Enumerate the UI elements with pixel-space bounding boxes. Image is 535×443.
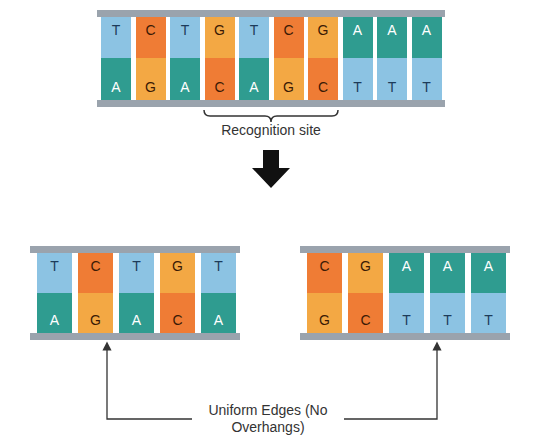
base-letter: T	[443, 312, 452, 328]
base-block: T	[118, 253, 154, 293]
site-label: Recognition site	[191, 122, 351, 139]
base-block: A	[429, 253, 465, 293]
base-block: G	[135, 58, 166, 100]
base-block: A	[200, 293, 236, 333]
leader-line	[107, 346, 192, 419]
base-letter: A	[402, 258, 411, 274]
base-block: G	[306, 293, 342, 333]
base-letter: C	[90, 258, 100, 274]
base-letter: A	[353, 22, 362, 38]
base-letter: T	[132, 258, 141, 274]
base-block: T	[169, 17, 200, 58]
base-block: A	[470, 253, 506, 293]
base-block: T	[411, 58, 442, 100]
base-letter: T	[250, 22, 259, 38]
base-block: T	[238, 17, 269, 58]
backbone	[30, 333, 240, 340]
base-block: A	[376, 17, 407, 58]
base-letter: A	[443, 258, 452, 274]
base-letter: T	[422, 79, 431, 95]
base-block: A	[342, 17, 373, 58]
base-letter: C	[145, 22, 155, 38]
base-block: T	[100, 17, 131, 58]
base-block: T	[376, 58, 407, 100]
backbone	[97, 100, 445, 107]
backbone	[300, 333, 510, 340]
base-block: A	[238, 58, 269, 100]
base-block: A	[100, 58, 131, 100]
base-letter: T	[214, 258, 223, 274]
base-letter: C	[283, 22, 293, 38]
base-letter: A	[387, 22, 396, 38]
base-block: G	[204, 17, 235, 58]
base-letter: T	[112, 22, 121, 38]
down-arrow	[252, 150, 290, 188]
base-block: A	[169, 58, 200, 100]
base-letter: A	[249, 79, 258, 95]
base-letter: T	[484, 312, 493, 328]
backbone	[300, 246, 510, 253]
base-letter: C	[318, 79, 328, 95]
base-letter: T	[388, 79, 397, 95]
base-letter: G	[214, 22, 225, 38]
base-block: T	[36, 253, 72, 293]
base-letter: G	[318, 22, 329, 38]
leader-line	[344, 346, 437, 419]
base-block: G	[159, 253, 195, 293]
base-letter: A	[422, 22, 431, 38]
backbone	[30, 246, 240, 253]
base-letter: T	[181, 22, 190, 38]
base-block: T	[388, 293, 424, 333]
edge-note: Uniform Edges (No Overhangs)	[198, 402, 338, 436]
base-block: T	[200, 253, 236, 293]
base-letter: T	[50, 258, 59, 274]
base-letter: G	[283, 79, 294, 95]
base-letter: G	[172, 258, 183, 274]
base-letter: A	[214, 312, 223, 328]
base-block: C	[77, 253, 113, 293]
base-letter: A	[180, 79, 189, 95]
base-letter: T	[402, 312, 411, 328]
backbone	[97, 10, 445, 17]
base-block: C	[273, 17, 304, 58]
base-letter: G	[145, 79, 156, 95]
base-block: C	[307, 58, 338, 100]
base-block: C	[306, 253, 342, 293]
base-block: C	[135, 17, 166, 58]
base-block: A	[411, 17, 442, 58]
base-block: C	[347, 293, 383, 333]
base-letter: A	[111, 79, 120, 95]
base-letter: A	[132, 312, 141, 328]
base-letter: G	[360, 258, 371, 274]
base-block: A	[118, 293, 154, 333]
base-letter: C	[172, 312, 182, 328]
base-block: G	[273, 58, 304, 100]
base-block: T	[429, 293, 465, 333]
base-block: G	[347, 253, 383, 293]
site-bracket	[204, 110, 338, 122]
base-letter: G	[319, 312, 330, 328]
base-letter: C	[360, 312, 370, 328]
base-block: A	[388, 253, 424, 293]
base-block: G	[307, 17, 338, 58]
base-block: G	[77, 293, 113, 333]
base-block: C	[159, 293, 195, 333]
base-block: C	[204, 58, 235, 100]
base-block: T	[342, 58, 373, 100]
base-block: A	[36, 293, 72, 333]
base-letter: A	[484, 258, 493, 274]
base-letter: T	[353, 79, 362, 95]
base-letter: C	[214, 79, 224, 95]
base-letter: C	[319, 258, 329, 274]
base-block: T	[470, 293, 506, 333]
base-letter: G	[90, 312, 101, 328]
base-letter: A	[50, 312, 59, 328]
